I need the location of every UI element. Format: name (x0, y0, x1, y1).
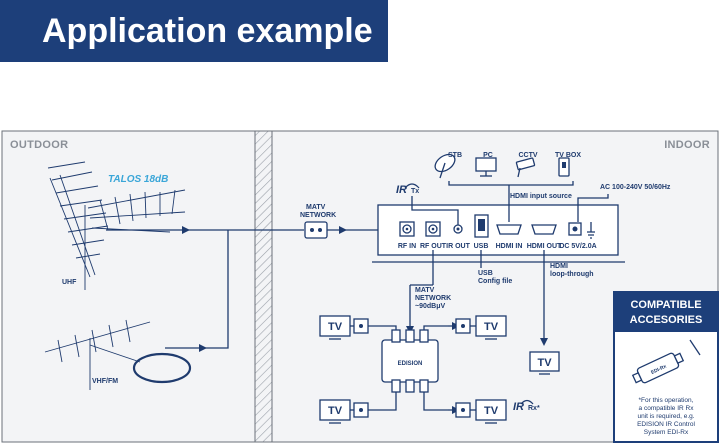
matv-label: MATV (306, 204, 326, 211)
source-cctv: CCTV (518, 152, 537, 159)
vhf-label: VHF/FM (92, 378, 118, 385)
power-label: AC 100-240V 50/60Hz (600, 184, 671, 191)
ir-rx-label: IR (513, 401, 524, 413)
ir-tx-label: IR (396, 184, 407, 196)
tv-box-icon (558, 157, 570, 177)
splitter-brand: EDISION (398, 361, 423, 367)
usb-note-line2: Config file (478, 278, 512, 285)
tv-top-right: TV (475, 315, 507, 340)
ir-receiver-icon: EDI-Rx (631, 352, 685, 384)
compatible-title-2: ACCESORIES (630, 314, 703, 326)
tv-bottom-right-label: TV (484, 405, 499, 417)
port-rf-in (399, 221, 415, 237)
splitter-device: EDISION (381, 329, 439, 393)
antenna-cables (106, 226, 304, 352)
matv-wall-outlet (304, 221, 328, 239)
hdmi-note-line1: HDMI (550, 263, 568, 270)
tv-outlets (353, 318, 471, 418)
hdmi-out-label: HDMI OUT (527, 243, 562, 250)
port-usb (474, 214, 489, 238)
port-hdmi-out (531, 224, 557, 235)
tv-top-left: TV (319, 315, 351, 340)
rf-in-label: RF IN (398, 243, 416, 250)
usb-note-line1: USB (478, 270, 493, 277)
ir-rx-signal-icon (520, 399, 534, 405)
compatible-note-1: *For this operation, (639, 397, 694, 404)
compatible-note-5: System EDI-Rx (644, 429, 689, 436)
compatible-note-4: EDISION IR Control (637, 421, 695, 428)
diagram-frame (1, 130, 719, 443)
hdmi-source-label: HDMI input source (510, 193, 572, 200)
tv-bottom-left: TV (319, 399, 351, 424)
rf-out-label: RF OUT (420, 243, 447, 250)
matv-out-line1: MATV (415, 287, 435, 294)
port-ir-out (453, 224, 463, 234)
tv-hdmi: TV (529, 351, 560, 375)
stb-icon (434, 153, 456, 179)
usb-port-label: USB (474, 243, 489, 250)
pc-icon (475, 157, 497, 177)
ir-out-label: IR OUT (446, 243, 470, 250)
cctv-icon (515, 157, 536, 178)
antenna-brand-label: TALOS 18dB (108, 174, 168, 185)
tv-top-right-label: TV (484, 321, 499, 333)
ir-tx-signal-icon (404, 183, 420, 189)
tv-top-left-label: TV (328, 321, 343, 333)
port-dc (568, 222, 595, 239)
port-hdmi-in (496, 224, 522, 235)
uhf-label: UHF (62, 279, 77, 286)
source-pc: PC (483, 152, 493, 159)
matv-out-line2: NETWORK (415, 295, 451, 302)
wall (254, 130, 273, 443)
ir-cable (411, 196, 459, 225)
compatible-title-1: COMPATIBLE (630, 299, 701, 311)
compatible-accessories-panel: COMPATIBLE ACCESORIES EDI-Rx *For this o… (613, 291, 719, 443)
power-cable (577, 194, 609, 222)
tx-label: Tx (411, 188, 419, 195)
outdoor-label: OUTDOOR (10, 139, 68, 151)
banner-title: Application example (0, 0, 388, 62)
tv-hdmi-label: TV (537, 357, 552, 369)
uhf-antenna-icon (47, 161, 186, 290)
matv-out-line3: ~90dBμV (415, 303, 445, 310)
hdmi-note-line2: loop-through (550, 271, 594, 278)
tv-bottom-right: TV (475, 399, 507, 424)
compatible-note-3: unit is required, e.g. (637, 413, 694, 420)
compatible-note-2: a compatible IR Rx (639, 405, 695, 412)
source-tv-box: TV BOX (555, 152, 581, 159)
rx-label: Rx* (528, 405, 540, 412)
tv-bottom-left-label: TV (328, 405, 343, 417)
indoor-label: INDOOR (664, 139, 710, 151)
port-rf-out (425, 221, 441, 237)
dc-label: DC 5V/2.0A (559, 243, 596, 250)
source-bracket (448, 181, 574, 186)
network-label: NETWORK (300, 212, 336, 219)
source-stb: STB (448, 152, 462, 159)
vhf-antenna-icon (44, 319, 192, 390)
hdmi-in-label: HDMI IN (496, 243, 523, 250)
